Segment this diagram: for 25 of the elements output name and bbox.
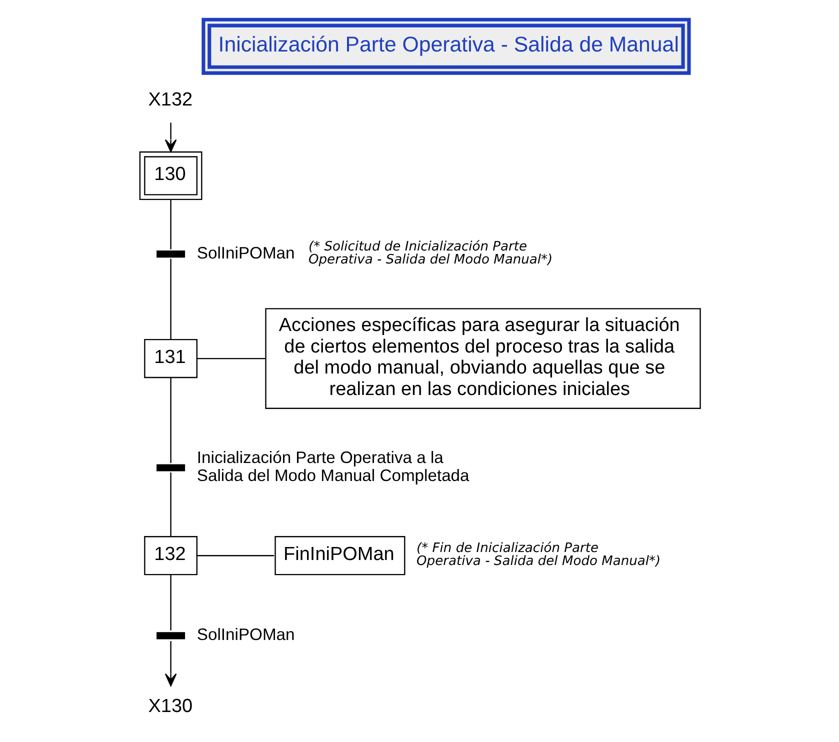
node-text: X132 <box>148 89 193 110</box>
node-label: SolIniPOMan <box>196 625 295 644</box>
connector <box>170 378 172 463</box>
arrow <box>164 122 177 152</box>
diagram-title: Inicialización Parte Operativa - Salida de Manual <box>218 32 679 57</box>
node-bar <box>156 250 186 258</box>
node-box: 130 <box>139 151 202 200</box>
node-label: SolIniPOMan <box>196 243 295 262</box>
node-text: X130 <box>148 696 193 718</box>
connector <box>170 472 172 536</box>
node-label: (* Fin de Inicialización Parte Operativa - Salida del Modo Manual*) <box>416 540 661 569</box>
node-label: Inicialización Parte Operativa a la Salida del Modo Manual Completada <box>196 448 470 486</box>
connector <box>197 358 266 360</box>
connector <box>197 555 274 556</box>
connector <box>170 574 172 630</box>
node-label: (* Solicitud de Inicialización Parte Operativa - Salida del Modo Manual*) <box>308 239 553 268</box>
connector <box>170 200 172 250</box>
node-bar <box>156 464 186 472</box>
node-box: Acciones específicas para asegurar la situación de ciertos elementos del proceso tras la salida del modo manual, obviando aquellas que se realizan en las condiciones iniciales <box>265 308 701 409</box>
node-box: 131 <box>144 338 198 378</box>
node-box: FinIniPOMan <box>274 536 406 576</box>
node-bar <box>156 632 186 640</box>
connector <box>170 258 172 340</box>
arrow <box>164 641 177 686</box>
node-box: 132 <box>144 536 198 576</box>
